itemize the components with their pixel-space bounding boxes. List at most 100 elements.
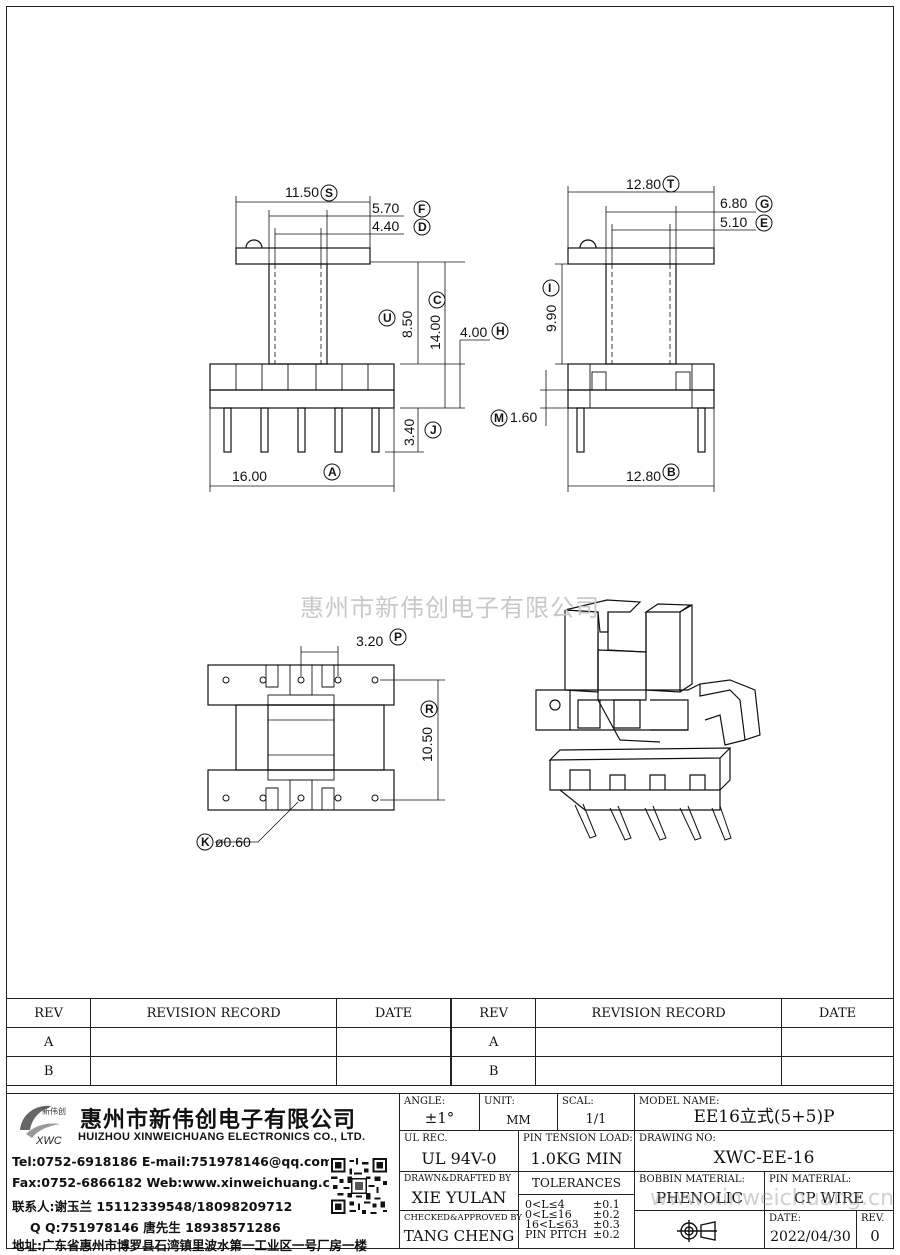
qq-line: Q Q:751978146 唐先生 18938571286: [30, 1220, 281, 1235]
dim-value-p: 3.20: [356, 633, 383, 649]
date-value: 2022/04/30: [770, 1229, 851, 1245]
rev-value: 0: [870, 1227, 880, 1245]
dim-value-t: 12.80: [626, 176, 661, 192]
tol-value-2: ±0.2: [593, 1208, 620, 1221]
drawing-no-cell: DRAWING NO: XWC-EE-16: [635, 1131, 894, 1172]
dim-value-j: 3.40: [401, 419, 417, 446]
rev-cell: A: [5, 1027, 92, 1057]
dim-value-i: 9.90: [543, 305, 559, 332]
company-logo: 新伟创 XWC: [20, 1105, 66, 1146]
side-view: 12.80 6.80 5.10 1.60 12.80 9.90 T G E I …: [490, 175, 773, 492]
svg-text:B: B: [667, 465, 676, 479]
angle-cell: ANGLE: ±1°: [400, 1093, 480, 1131]
dim-value-d: 4.40: [372, 218, 399, 234]
tol-range-3: 16<L≤63: [525, 1218, 579, 1231]
pin-tension-label: PIN TENSION LOAD:: [523, 1133, 633, 1144]
svg-text:C: C: [433, 293, 442, 307]
dim-value-a: 16.00: [232, 468, 267, 484]
bobbin-value: PHENOLIC: [656, 1189, 743, 1207]
record-cell: [535, 1027, 782, 1057]
rev-label: REV.: [861, 1213, 885, 1224]
tol-value-1: ±0.1: [593, 1198, 620, 1211]
company-name-en: HUIZHOU XINWEICHUANG ELECTRONICS CO., LT…: [78, 1131, 366, 1143]
svg-text:E: E: [760, 216, 768, 230]
bobbin-label: BOBBIN MATERIAL:: [639, 1174, 745, 1185]
revision-record-header: REVISION RECORD: [90, 998, 337, 1028]
svg-text:D: D: [418, 220, 427, 234]
checked-by-cell: CHECKED&APPROVED BY TANG CHENG: [400, 1211, 522, 1249]
record-cell: [90, 1056, 337, 1086]
dim-value-s: 11.50: [285, 184, 319, 200]
address-line: 地址:广东省惠州市博罗县石湾镇里波水第一工业区一号厂房一楼: [12, 1238, 368, 1253]
ul-value: UL 94V-0: [421, 1149, 497, 1168]
angle-label: ANGLE:: [404, 1096, 446, 1107]
drawn-by-cell: DRAWN&DRAFTED BY XIE YULAN: [400, 1172, 519, 1211]
fax-web-line: Fax:0752-6866182 Web:www.xinweichuang.cn: [12, 1175, 339, 1190]
date-header: DATE: [335, 998, 452, 1028]
dim-value-e: 5.10: [720, 214, 747, 230]
date-header: DATE: [780, 998, 895, 1028]
unit-cell: UNIT: MM: [480, 1093, 558, 1131]
model-value: EE16立式(5+5)P: [693, 1107, 835, 1127]
svg-text:T: T: [667, 177, 675, 191]
unit-value: MM: [506, 1113, 531, 1127]
svg-text:I: I: [548, 281, 551, 295]
svg-text:U: U: [383, 311, 392, 325]
scale-value: 1/1: [585, 1112, 607, 1127]
bottom-view: 3.20 10.50 ø0.60 P R K: [196, 628, 445, 851]
pin-material-cell: PIN MATERIAL: CP WIRE: [765, 1172, 894, 1211]
dim-value-k: ø0.60: [215, 834, 251, 850]
record-cell: [535, 1056, 782, 1086]
pin-tension-cell: PIN TENSION LOAD: 1.0KG MIN: [519, 1131, 635, 1172]
drawing-no-label: DRAWING NO:: [639, 1133, 716, 1144]
angle-value: ±1°: [424, 1109, 455, 1127]
svg-text:S: S: [325, 186, 333, 200]
svg-text:M: M: [494, 411, 504, 425]
checked-label: CHECKED&APPROVED BY: [404, 1213, 522, 1223]
pin-tension-value: 1.0KG MIN: [530, 1149, 623, 1168]
dim-value-h: 4.00: [460, 324, 487, 340]
revision-table-left: REV REVISION RECORD DATE A B: [5, 998, 452, 1086]
logo-abbr: XWC: [35, 1135, 62, 1146]
rev-header: REV: [450, 998, 537, 1028]
dim-value-r: 10.50: [419, 727, 435, 762]
web-watermark: www.xinweichuang.cn: [650, 1186, 895, 1211]
company-name-cn: 惠州市新伟创电子有限公司: [80, 1108, 357, 1133]
revision-record-header: REVISION RECORD: [535, 998, 782, 1028]
rev-cell: B: [5, 1056, 92, 1086]
date-label: DATE:: [769, 1213, 802, 1224]
tolerances-cell: TOLERANCES 0<L≤4 ±0.1 0<L≤16 ±0.2 16<L≤6…: [519, 1172, 635, 1249]
tel-email-line: Tel:0752-6918186 E-mail:751978146@qq.com: [12, 1154, 334, 1169]
svg-text:F: F: [418, 202, 425, 216]
tol-range-4: PIN PITCH: [525, 1228, 587, 1241]
logo-text: 新伟创: [42, 1106, 66, 1116]
checked-value: TANG CHENG: [403, 1227, 515, 1245]
tol-value-4: ±0.2: [593, 1228, 620, 1241]
dim-value-g: 6.80: [720, 195, 747, 211]
date-cell: [335, 1056, 452, 1086]
svg-text:R: R: [425, 702, 434, 716]
unit-label: UNIT:: [484, 1096, 515, 1107]
rev-cell: B: [450, 1056, 537, 1086]
contact-line: 联系人:谢玉兰 15112339548/18098209712: [12, 1199, 293, 1214]
dim-value-m: 1.60: [510, 409, 537, 425]
ul-cell: UL REC. UL 94V-0: [400, 1131, 519, 1172]
isometric-view: [535, 599, 761, 841]
svg-text:K: K: [201, 835, 210, 849]
rev-cell: A: [450, 1027, 537, 1057]
rev-header: REV: [5, 998, 92, 1028]
svg-text:J: J: [430, 423, 437, 437]
tolerances-label: TOLERANCES: [519, 1172, 634, 1195]
scale-label: SCAL:: [562, 1096, 594, 1107]
projection-symbol-icon: [677, 1220, 717, 1242]
drawn-value: XIE YULAN: [411, 1188, 507, 1207]
dim-value-c: 14.00: [427, 315, 443, 350]
dim-value-f: 5.70: [372, 200, 399, 216]
company-block: [6, 1093, 400, 1249]
ul-label: UL REC.: [404, 1133, 448, 1144]
drawing-no-value: XWC-EE-16: [713, 1148, 815, 1168]
watermark: 惠州市新伟创电子有限公司: [300, 594, 600, 622]
bobbin-material-cell: BOBBIN MATERIAL: PHENOLIC: [635, 1172, 765, 1211]
date-cell: [780, 1027, 895, 1057]
tol-value-3: ±0.3: [593, 1218, 620, 1231]
